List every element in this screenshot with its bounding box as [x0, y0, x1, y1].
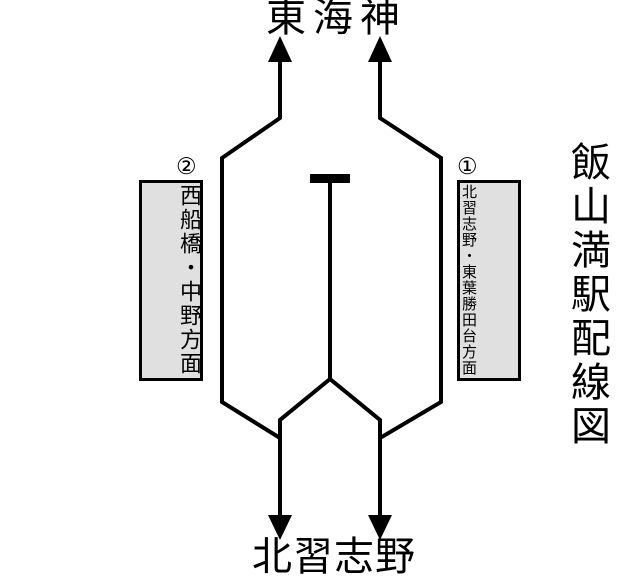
- platform-2-number: ②: [176, 153, 197, 179]
- up-arrow-left-icon: [268, 36, 292, 62]
- platform-1-number: ①: [457, 153, 478, 179]
- up-arrow-right-icon: [368, 36, 392, 62]
- track-left-outer: [220, 58, 282, 440]
- buffer-stop-icon: [310, 174, 350, 183]
- platform-1-destination: 北習志野・東葉勝田台方面: [460, 184, 477, 376]
- down-arrow-right-icon: [368, 515, 392, 540]
- platform-2-rect: [139, 180, 203, 381]
- down-arrow-left-icon: [268, 515, 292, 540]
- top-station-label: 東海神: [266, 0, 407, 40]
- track-bottom-left: [278, 377, 332, 520]
- track-bottom-right: [328, 377, 382, 520]
- bottom-station-label: 北習志野: [252, 535, 416, 579]
- platform-2-destination: 西船橋・中野方面: [177, 184, 202, 376]
- platform-1-rect: [457, 180, 521, 381]
- track-right-outer: [378, 58, 443, 440]
- diagram-title: 飯山満駅配線図: [565, 141, 609, 449]
